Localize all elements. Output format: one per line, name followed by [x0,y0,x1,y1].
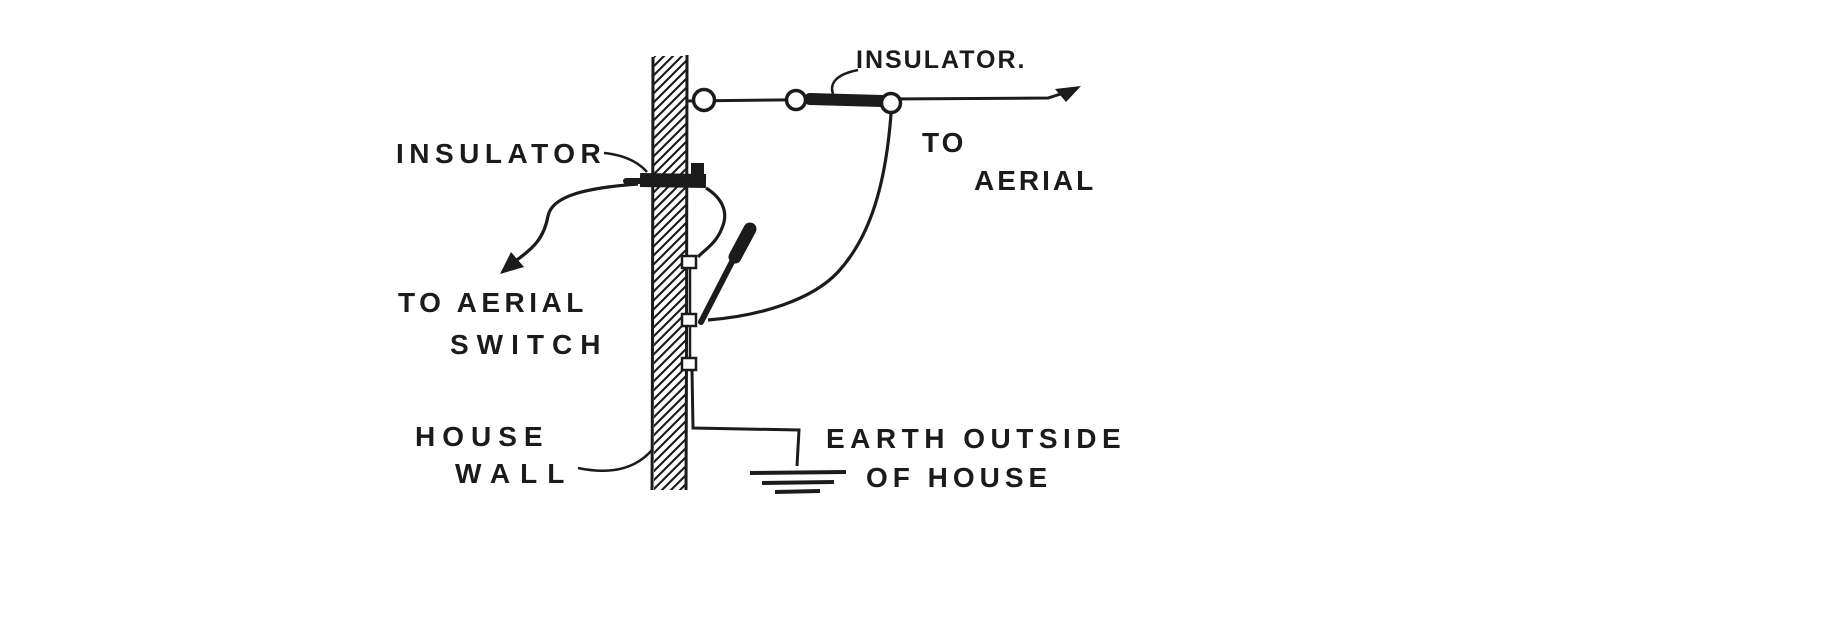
label-to-aerial-switch-line1: TO AERIAL [398,287,588,318]
label-to-aerial-line1: TO [922,127,966,158]
switch-blade [698,253,738,325]
house-wall-left-edge [650,56,655,491]
label-earth-line2: OF HOUSE [866,462,1052,493]
earth-symbol-line-1 [749,470,847,475]
lead-in-insulator [603,151,707,188]
wire-eyelet-right [879,91,903,115]
insulator-left-leader-line [603,151,648,173]
house-wall [650,54,689,491]
lead-in-insulator-nut [691,163,704,176]
house-wall-right-edge [684,54,689,491]
aerial-switch-lead [500,182,639,274]
lead-in-insulator-tube [639,173,707,188]
ground-wire [690,369,801,467]
label-house-wall-line2: WALL [455,458,574,489]
label-insulator-left: INSULATOR [396,138,606,169]
earth-symbol-line-3 [774,489,821,494]
wire-eyelet-middle [784,88,808,112]
label-insulator-top: INSULATOR. [856,46,1026,74]
label-house-wall-line1: HOUSE [415,421,550,452]
aerial-downlead-wire [707,113,893,322]
insulator-top-leader-line [830,68,859,95]
earth-ground [690,369,847,494]
aerial-wire [686,68,1081,115]
aerial-switch-arrowhead [500,252,524,274]
switch-terminal-top [680,254,698,270]
house-wall-hatching [654,56,686,490]
wire-eyelet-left [691,87,717,113]
label-to-aerial-switch-line2: SWITCH [450,329,608,360]
strain-insulator-body [804,93,888,107]
aerial-switch-wire [513,182,639,264]
aerial-wire-arrowhead [1055,86,1081,102]
lightning-switch [680,222,757,372]
earth-symbol-line-2 [761,480,835,485]
switch-terminal-bottom [680,356,698,372]
house-wall-leader-line [577,449,653,472]
switch-handle [728,222,757,264]
label-earth-line1: EARTH OUTSIDE [826,423,1126,454]
switch-terminal-middle [680,312,698,328]
label-to-aerial-line2: AERIAL [974,165,1096,196]
insulator-to-switch-wire [696,186,727,259]
